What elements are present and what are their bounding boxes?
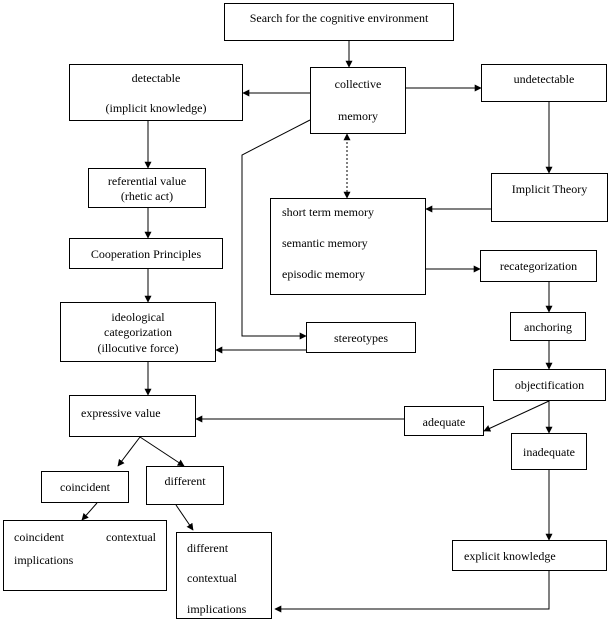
node-label-line-1: detectable [131, 71, 181, 85]
edge-explicit-different-implications [274, 571, 550, 613]
edge-collective-stereotypes [241, 119, 311, 340]
node-label-line-2: (rhetic act) [120, 189, 174, 203]
word-coincident: coincident [14, 530, 64, 544]
node-inadequate: inadequate [511, 433, 587, 470]
edge-coincident-implications [81, 502, 98, 521]
node-label: stereotypes [334, 331, 388, 345]
node-label-line-1: coincident contextual [14, 530, 156, 545]
node-label: recategorization [499, 259, 578, 273]
node-label: Search for the cognitive environment [249, 11, 429, 25]
node-label: objectification [514, 378, 585, 392]
node-label-line-2: memory [338, 109, 378, 123]
node-collective-memory: collective memory [310, 67, 406, 134]
node-label: anchoring [524, 320, 572, 334]
edge-different-implications [175, 504, 194, 531]
node-label: explicit knowledge [464, 549, 556, 563]
node-label: inadequate [523, 445, 575, 459]
node-label: Cooperation Principles [90, 247, 202, 261]
node-memory-types: short term memory semantic memory episod… [270, 198, 426, 295]
node-label-line-1: short term memory [282, 205, 374, 219]
node-label: Implicit Theory [511, 182, 588, 196]
node-label: expressive value [81, 406, 161, 420]
node-label-line-2: (implicit knowledge) [105, 101, 207, 115]
node-label-line-2: implications [14, 553, 74, 567]
node-adequate: adequate [404, 406, 484, 436]
node-label: different [164, 474, 206, 488]
node-label-line-2: contextual [187, 571, 237, 585]
node-explicit-knowledge: explicit knowledge [452, 540, 607, 571]
node-recategorization: recategorization [480, 250, 597, 282]
node-label-line-1: different [187, 541, 229, 555]
edge-objectification-adequate [483, 400, 550, 432]
node-coincident-contextual-implications: coincident contextual implications [3, 520, 167, 591]
node-detectable: detectable (implicit knowledge) [69, 64, 243, 121]
node-label-line-1: collective [334, 77, 382, 91]
node-undetectable: undetectable [481, 64, 607, 102]
node-coincident: coincident [41, 471, 129, 503]
node-label-line-3: (illocutive force) [97, 341, 179, 355]
node-label-line-2: categorization [104, 325, 172, 339]
node-label: undetectable [513, 72, 575, 86]
node-label-line-1: ideological [111, 310, 165, 324]
node-label-line-2: semantic memory [282, 236, 368, 250]
node-implicit-theory: Implicit Theory [491, 173, 608, 222]
node-label-line-3: episodic memory [282, 267, 365, 281]
node-label-line-1: referential value [107, 174, 187, 188]
node-expressive-value: expressive value [69, 395, 196, 437]
node-anchoring: anchoring [510, 312, 586, 341]
node-label: coincident [60, 480, 110, 494]
node-different: different [146, 466, 224, 505]
edge-expressive-coincident [117, 436, 141, 467]
node-stereotypes: stereotypes [306, 322, 416, 353]
node-objectification: objectification [493, 369, 606, 401]
node-different-contextual-implications: different contextual implications [176, 532, 272, 619]
node-search-cognitive-environment: Search for the cognitive environment [224, 3, 454, 41]
edge-expressive-different [139, 436, 185, 467]
node-cooperation-principles: Cooperation Principles [69, 238, 223, 269]
node-referential-value: referential value (rhetic act) [88, 168, 206, 208]
node-ideological-categorization: ideological categorization (illocutive f… [60, 302, 216, 362]
node-label: adequate [422, 415, 466, 429]
node-label-line-3: implications [187, 602, 247, 616]
word-contextual: contextual [106, 530, 156, 544]
